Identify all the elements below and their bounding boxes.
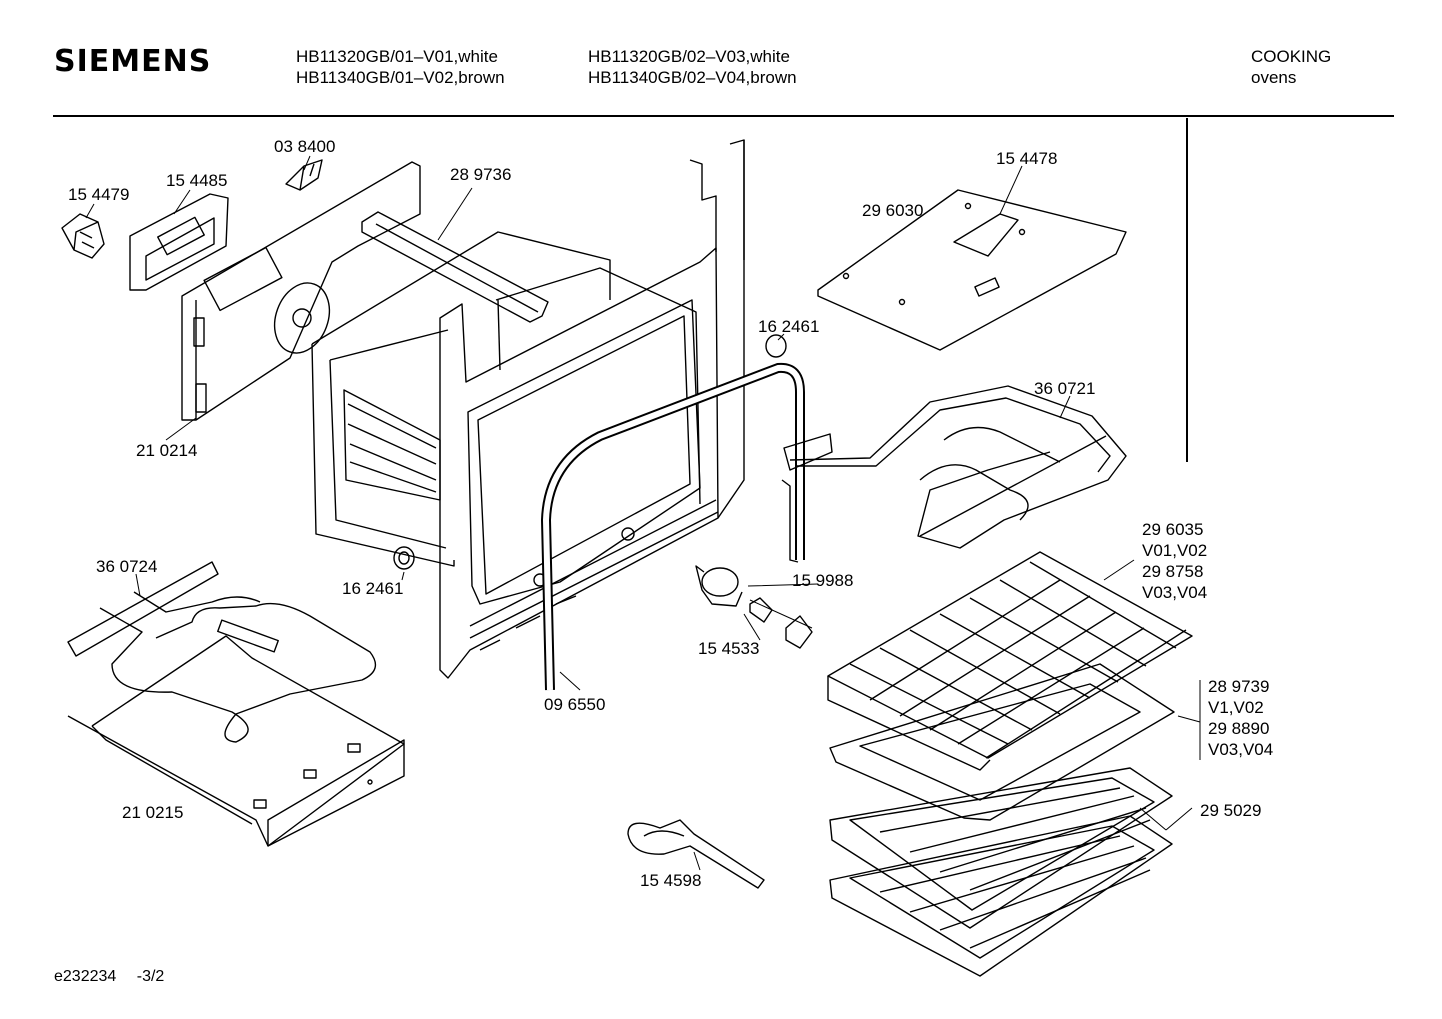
part-label-154533: 15 4533 <box>698 639 759 658</box>
part-label-038400: 03 8400 <box>274 137 335 156</box>
top-rack-drawing <box>827 551 1193 771</box>
model-line: HB11340GB/02–V04,brown <box>588 68 797 87</box>
model-line: HB11340GB/01–V02,brown <box>296 68 505 87</box>
part-label-296030: 29 6030 <box>862 201 923 220</box>
model-line: HB11320GB/02–V03,white <box>588 47 790 66</box>
part-label-298758: 29 8758 <box>1142 562 1203 581</box>
back-panel-drawing <box>181 161 421 421</box>
bracket-part-drawing <box>129 193 229 291</box>
category: COOKING ovens <box>1251 46 1331 88</box>
grill-element-drawing <box>781 385 1127 563</box>
part-label-162461-upper: 16 2461 <box>758 317 819 336</box>
door-seal-drawing <box>541 362 805 691</box>
page-number: -3/2 <box>136 968 165 985</box>
category-subtitle: ovens <box>1251 68 1297 87</box>
leader-lines <box>85 155 1201 871</box>
part-label-210214: 21 0214 <box>136 441 197 460</box>
switch-part-drawing <box>61 213 105 259</box>
part-label-296035: 29 6035 <box>1142 520 1203 539</box>
front-frame-drawing <box>439 139 745 679</box>
footer: e232234 -3/2 <box>54 968 164 986</box>
part-label-154485: 15 4485 <box>166 171 227 190</box>
wire-tool-drawing <box>627 819 765 889</box>
part-label-289736: 28 9736 <box>450 165 511 184</box>
top-plate-drawing <box>817 189 1127 351</box>
part-label-298890: 29 8890 <box>1208 719 1269 738</box>
lamp-holder-drawing <box>695 565 813 649</box>
clip-part-drawing <box>285 159 323 191</box>
baking-tray-drawing <box>829 663 1175 821</box>
part-label-210215: 21 0215 <box>122 803 183 822</box>
part-labels: 15 4479 15 4485 03 8400 28 9736 15 4478 … <box>68 137 1273 890</box>
model-list-2: HB11320GB/02–V03,white HB11340GB/02–V04,… <box>588 46 797 88</box>
drawing-code: e232234 <box>54 968 117 985</box>
lower-racks-drawing <box>829 767 1173 977</box>
part-label-162461-lower: 16 2461 <box>342 579 403 598</box>
part-label-159988: 15 9988 <box>792 571 853 590</box>
part-label-096550: 09 6550 <box>544 695 605 714</box>
model-line: HB11320GB/01–V01,white <box>296 47 498 66</box>
part-label-variant: V1,V02 <box>1208 698 1264 717</box>
part-label-154598: 15 4598 <box>640 871 701 890</box>
category-title: COOKING <box>1251 47 1332 66</box>
part-label-variant: V03,V04 <box>1142 583 1207 602</box>
bottom-element-drawing <box>67 561 377 743</box>
part-label-variant: V01,V02 <box>1142 541 1207 560</box>
oven-cavity-drawing <box>311 231 701 567</box>
part-label-154479: 15 4479 <box>68 185 129 204</box>
model-list-1: HB11320GB/01–V01,white HB11340GB/01–V02,… <box>296 46 505 88</box>
part-label-154478: 15 4478 <box>996 149 1057 168</box>
brand-logo: SIEMENS <box>54 44 212 79</box>
part-label-295029: 29 5029 <box>1200 801 1261 820</box>
part-label-289739: 28 9739 <box>1208 677 1269 696</box>
upper-rod-drawing <box>361 211 549 323</box>
part-label-variant: V03,V04 <box>1208 740 1273 759</box>
part-label-360721: 36 0721 <box>1034 379 1095 398</box>
base-tray-drawing <box>67 619 405 847</box>
plug-drawing <box>393 334 787 570</box>
part-label-360724: 36 0724 <box>96 557 157 576</box>
